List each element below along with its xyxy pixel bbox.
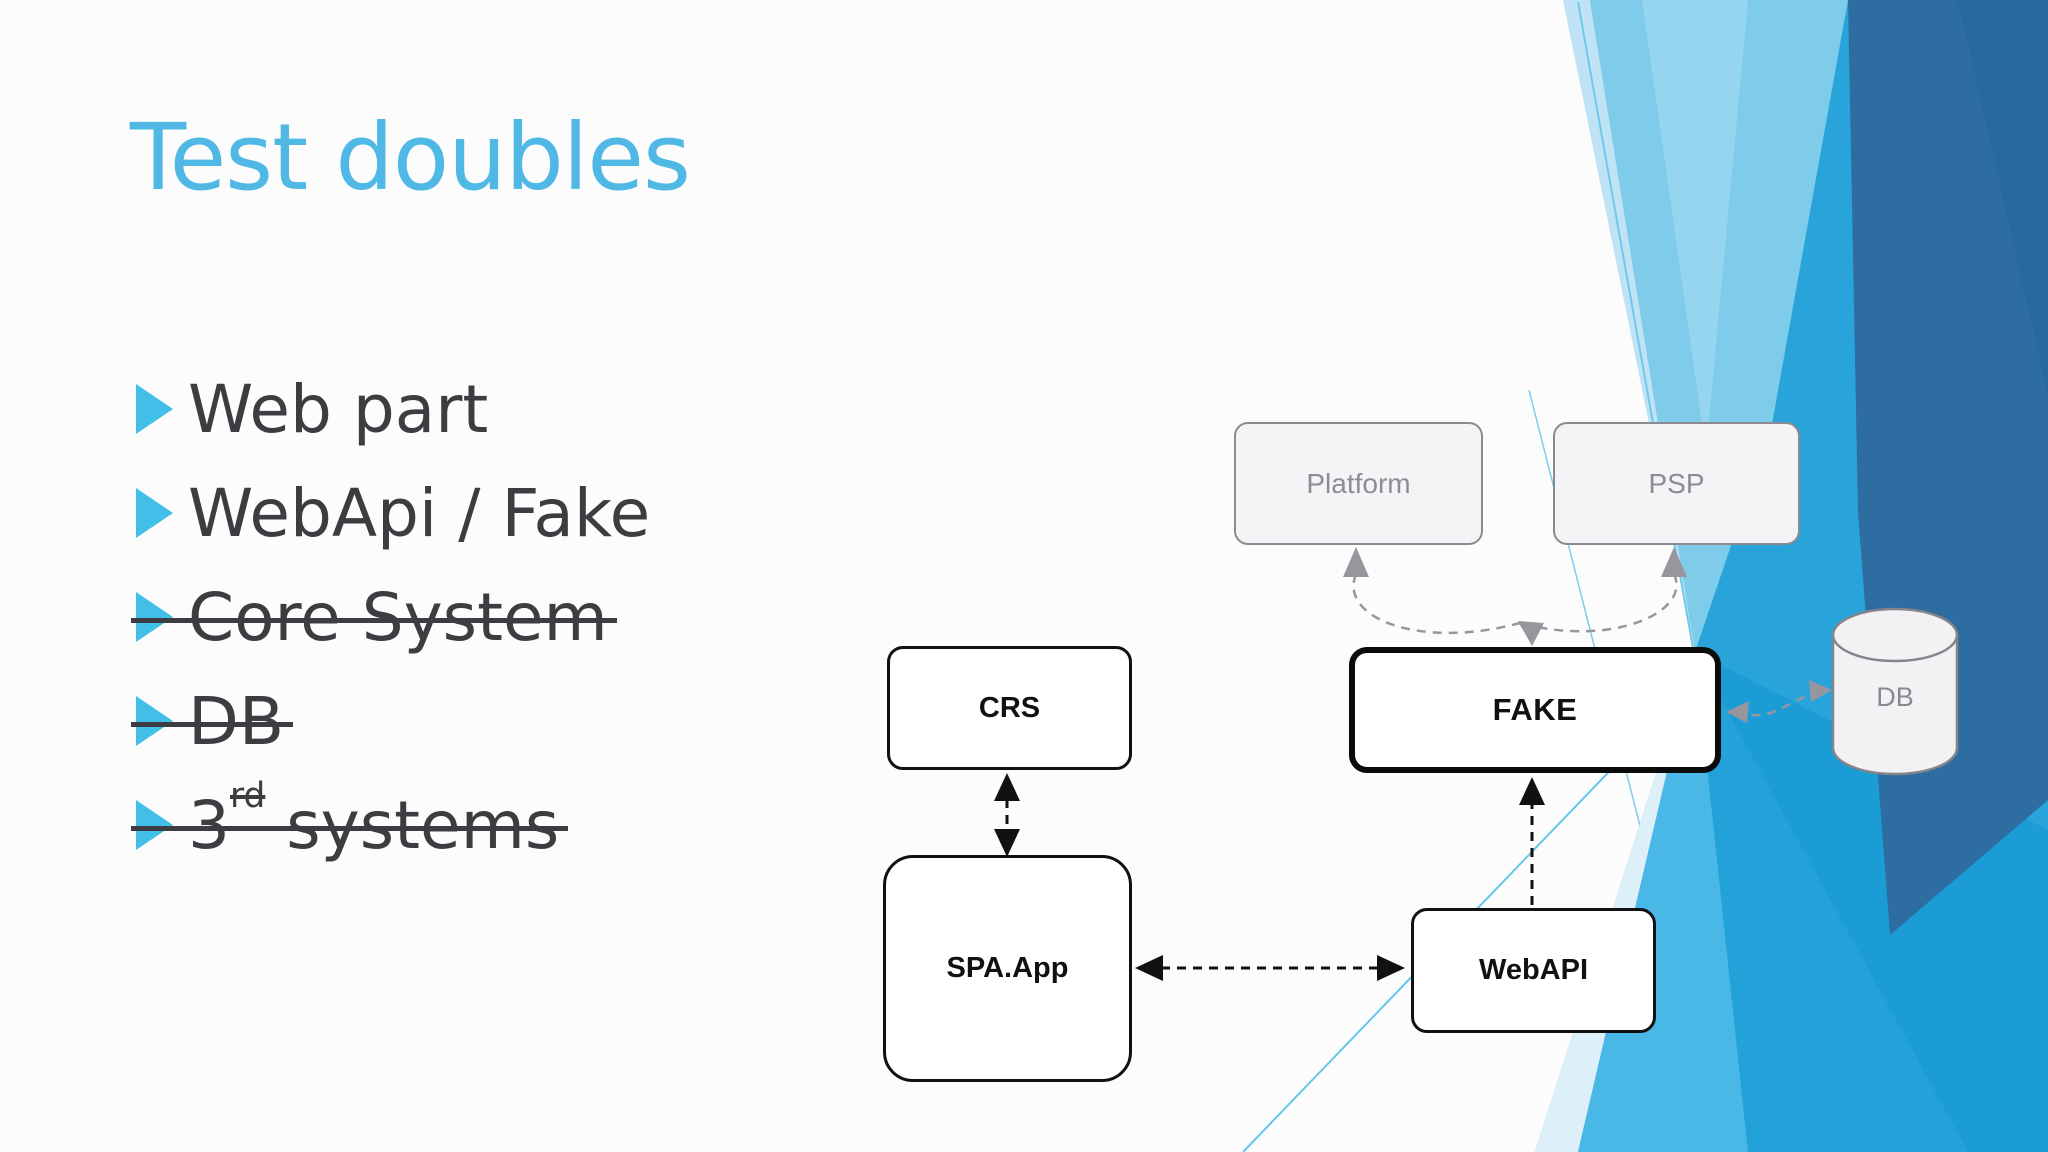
node-platform: Platform (1234, 422, 1483, 545)
decor-fan-medium (1695, 652, 1968, 1152)
bullet-text: 3rd systems (188, 776, 560, 864)
db-cylinder-top (1831, 607, 1959, 663)
node-db-label: DB (1876, 682, 1914, 712)
decor-navy-dark-facet (1958, 0, 2048, 395)
bullet-item: DB (130, 683, 294, 760)
arrowhead-into-fake-bottom (1519, 777, 1545, 805)
bullet-text-base: 3 (188, 786, 230, 864)
arrowhead-into-platform (1343, 547, 1369, 577)
page-title: Test doubles (130, 104, 691, 211)
bullet-triangle-icon (136, 800, 173, 850)
node-fake: FAKE (1349, 647, 1721, 773)
node-crs: CRS (887, 646, 1132, 770)
node-spa-app: SPA.App (883, 855, 1132, 1082)
bullet-text-superscript: rd (230, 776, 266, 817)
bullet-item: Web part (136, 371, 488, 448)
connector-fake-platform (1352, 573, 1521, 635)
bullet-list: Web part WebApi / Fake Core System DB 3r… (130, 371, 650, 894)
db-cylinder-icon: DB (1831, 607, 1959, 776)
bullet-triangle-icon (136, 384, 173, 434)
bullet-text: DB (188, 682, 285, 760)
node-platform-label: Platform (1306, 467, 1411, 499)
node-webapi: WebAPI (1411, 908, 1656, 1033)
db-cylinder-body (1831, 635, 1959, 776)
connector-fake-psp (1519, 573, 1678, 633)
connector-fake-db (1735, 689, 1823, 717)
bullet-item: Core System (131, 579, 617, 656)
bullet-text: Core System (188, 578, 608, 656)
arrowhead-into-fake-right (1726, 701, 1749, 723)
bullet-item: 3rd systems (130, 776, 569, 864)
bullet-text: WebApi / Fake (188, 474, 651, 552)
node-fake-label: FAKE (1492, 692, 1578, 727)
bullet-triangle-icon (136, 592, 173, 642)
arrowhead-into-webapi (1377, 955, 1405, 981)
bullet-triangle-icon (136, 488, 173, 538)
arrowhead-into-fake-top (1518, 621, 1544, 646)
bullet-triangle-icon (136, 696, 173, 746)
bullet-text-rest: systems (265, 786, 560, 864)
node-webapi-label: WebAPI (1478, 954, 1589, 986)
decor-lighter-facet (1642, 0, 1748, 452)
arrowhead-into-psp (1661, 547, 1687, 577)
decor-deep-facet (1695, 652, 2048, 1152)
bullet-text: Web part (188, 370, 489, 448)
node-psp: PSP (1553, 422, 1800, 545)
bullet-item: WebApi / Fake (136, 475, 650, 552)
node-crs-label: CRS (978, 691, 1041, 724)
node-psp-label: PSP (1648, 467, 1705, 499)
arrowhead-into-spa (994, 829, 1020, 857)
arrowhead-into-crs (994, 773, 1020, 801)
arrowhead-into-db (1809, 680, 1832, 702)
arrowhead-into-spa-right (1135, 955, 1163, 981)
decor-light-facet (1590, 0, 1848, 652)
node-spa-app-label: SPA.App (946, 952, 1069, 984)
